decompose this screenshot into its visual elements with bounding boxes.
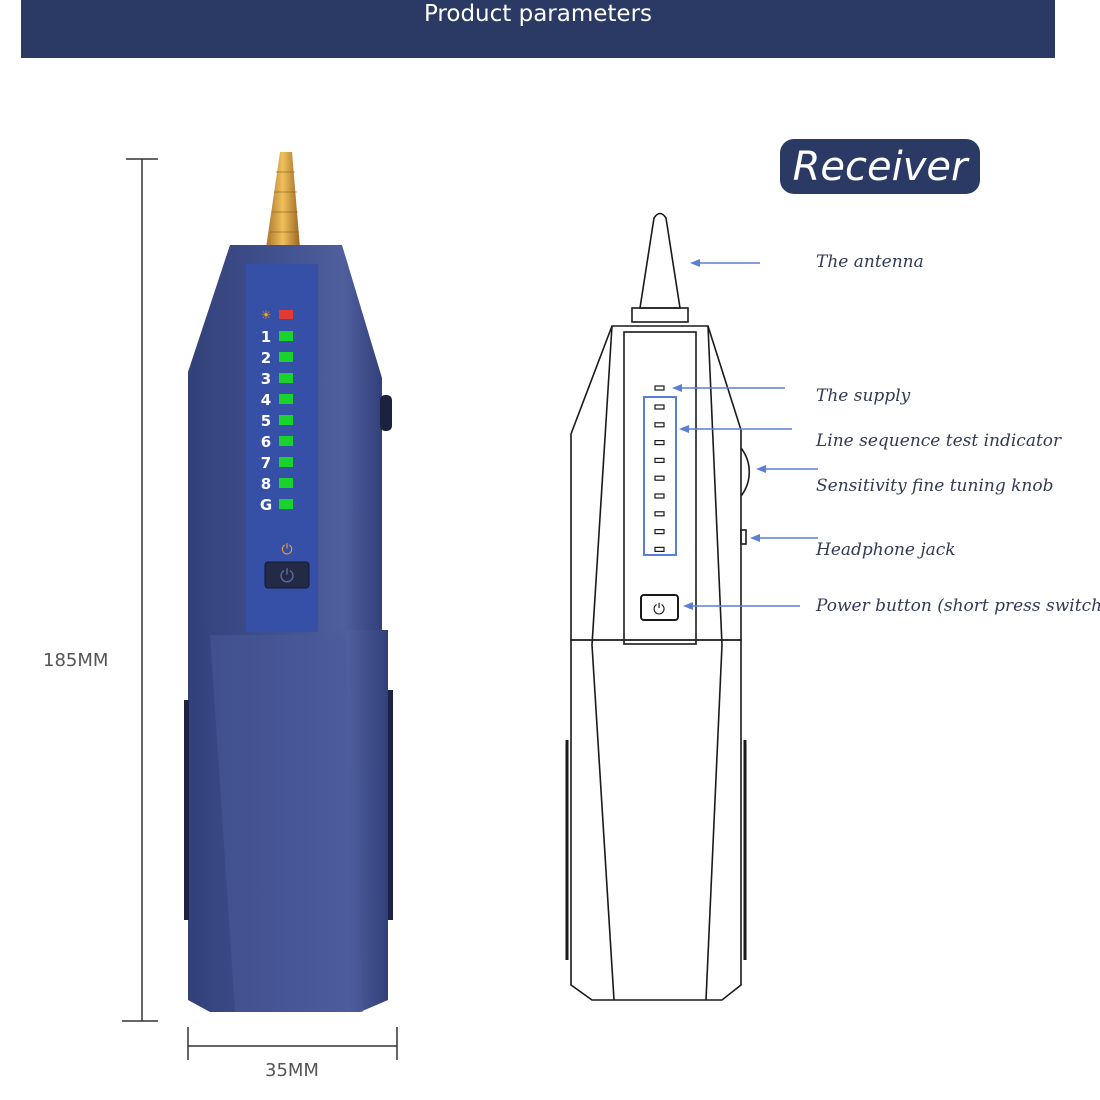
arrow-headphone-jack — [750, 534, 818, 542]
led-column: ☀ 1 2 3 4 5 6 7 8G — [260, 308, 293, 514]
header-banner: Product parameters — [21, 0, 1055, 58]
power-icon: ⏻ — [281, 542, 292, 558]
drawing-power-button — [640, 594, 679, 621]
lower-outline — [570, 639, 742, 1001]
line-led — [279, 478, 293, 488]
line-label: G — [260, 496, 272, 514]
callout-line-sequence: Line sequence test indicator — [816, 431, 1062, 451]
arrow-supply — [672, 384, 785, 392]
drawing-line-slot — [654, 440, 665, 446]
arrow-tuning-knob — [756, 465, 818, 473]
line-label: 7 — [261, 454, 271, 472]
drawing-supply-slot — [654, 385, 665, 391]
arrow-power-button — [683, 602, 800, 610]
drawing-line-slot — [654, 422, 665, 428]
supply-icon: ☀ — [261, 308, 272, 322]
drawing-line-slot — [654, 475, 665, 481]
callout-supply: The supply — [816, 386, 911, 406]
antenna-tip — [266, 152, 300, 248]
power-button-icon: ⏻ — [280, 566, 294, 587]
drawing-line-slot — [654, 493, 665, 499]
callout-power-button: Power button (short press switch) — [816, 596, 1100, 616]
callout-tuning-knob: Sensitivity fine tuning knob — [816, 476, 1054, 496]
line-label: 8 — [261, 475, 271, 493]
knob-outline — [740, 447, 751, 497]
line-label: 2 — [261, 349, 271, 367]
line-led — [279, 394, 293, 404]
antenna-outline — [639, 212, 681, 309]
drawing-power-icon: ⏻ — [653, 600, 665, 618]
drawing-line-slot — [654, 457, 665, 463]
line-led — [279, 499, 293, 509]
arrow-antenna — [690, 259, 760, 267]
line-label: 4 — [261, 391, 271, 409]
line-led — [279, 436, 293, 446]
callout-headphone-jack: Headphone jack — [816, 540, 956, 560]
tuning-knob — [380, 395, 392, 431]
height-dimension-label: 185MM — [43, 650, 109, 671]
width-dimension-label: 35MM — [265, 1060, 319, 1081]
callout-antenna: The antenna — [816, 252, 924, 272]
line-label: 3 — [261, 370, 271, 388]
line-led — [279, 457, 293, 467]
callout-arrows — [672, 259, 818, 610]
receiver-badge: Receiver — [780, 139, 980, 194]
line-label: 5 — [261, 412, 271, 430]
drawing-line-slot — [654, 528, 665, 535]
drawing-line-slot — [654, 546, 665, 553]
arrow-line-sequence — [679, 425, 792, 433]
line-label: 1 — [261, 328, 271, 346]
header-title: Product parameters — [423, 1, 653, 27]
line-led — [279, 331, 293, 341]
height-dimension — [122, 158, 158, 1022]
indicator-highlight-box — [643, 396, 677, 556]
supply-led — [279, 310, 293, 319]
line-led — [279, 415, 293, 425]
drawing-line-slot — [654, 511, 665, 517]
drawing-line-slot — [654, 404, 665, 410]
line-led — [279, 373, 293, 383]
line-label: 6 — [261, 433, 271, 451]
receiver-photo: ☀ 1 2 3 4 5 6 7 8G ⏻ ⏻ — [184, 152, 393, 1012]
receiver-line-drawing — [565, 212, 751, 1001]
power-button[interactable] — [264, 561, 310, 589]
width-dimension — [187, 1027, 398, 1060]
line-led — [279, 352, 293, 362]
